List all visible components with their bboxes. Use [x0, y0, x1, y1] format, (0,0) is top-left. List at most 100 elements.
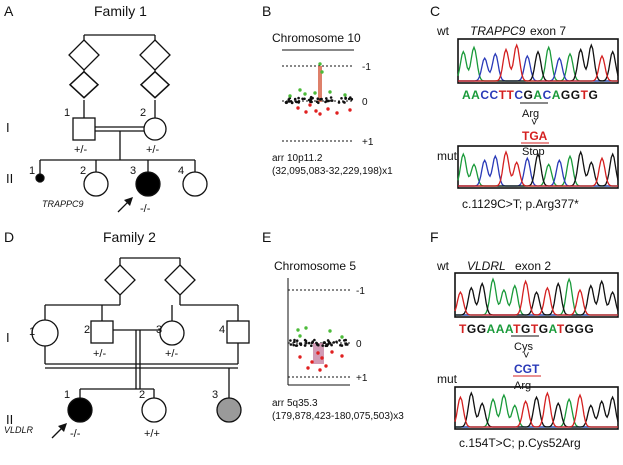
pedigree-diamond	[68, 70, 100, 99]
codon-aa-arg: Arg	[514, 380, 531, 392]
trace-T	[454, 391, 618, 428]
genotype-label: -/-	[70, 428, 81, 440]
trace-T	[458, 43, 618, 82]
probe-dot	[325, 97, 328, 100]
codon-aa-cys: Cys	[514, 341, 533, 353]
probe-dot	[332, 341, 336, 344]
pedigree-female-ii4	[182, 171, 208, 197]
genotype-label: -/-	[140, 203, 151, 215]
probe-dot	[307, 341, 311, 345]
pedigree-title-family-1: Family 1	[94, 3, 147, 19]
trace-T	[458, 150, 618, 187]
generation-label-ii: II	[6, 412, 13, 427]
label-wt: wt	[436, 259, 450, 273]
pedigree-female-i1	[31, 319, 59, 347]
probe-dot	[338, 339, 341, 342]
pedigree-id: 4	[219, 324, 225, 336]
probe-dot-outlier	[326, 107, 330, 111]
probe-dot-outlier	[318, 112, 322, 116]
probe-dot	[349, 96, 352, 99]
axis-tick: 0	[356, 339, 362, 350]
cnv-probe-dots	[284, 62, 354, 116]
probe-dot	[319, 98, 322, 101]
probe-dot	[316, 342, 319, 346]
pedigree-female-i2	[143, 117, 167, 141]
probe-dot	[337, 101, 341, 104]
probe-dot	[344, 97, 347, 100]
pedigree-id: 2	[139, 389, 145, 401]
probe-dot	[344, 342, 348, 345]
gene-label-trappc9: TRAPPC9	[42, 199, 84, 209]
probe-dot	[329, 96, 333, 99]
probe-dot	[326, 343, 330, 346]
gene-title-trappc9: TRAPPC9	[470, 24, 526, 38]
probe-dot	[293, 338, 296, 342]
probe-dot-outlier	[316, 351, 320, 355]
probe-dot-outlier	[304, 326, 308, 330]
probe-dot-outlier	[328, 90, 332, 94]
panel-f: F wt VLDRL exon 2 TGGAAATGTGATGGG Cys ˅ …	[430, 229, 619, 450]
panel-letter-b: B	[262, 3, 271, 19]
mutant-codon: TGA	[522, 129, 548, 143]
proband-arrow-icon	[117, 197, 133, 213]
chromatogram-wt-trace	[454, 277, 619, 316]
mutant-codon: CGT	[514, 362, 540, 376]
probe-dot-outlier	[320, 356, 324, 360]
label-mut: mut	[437, 372, 458, 386]
probe-dot	[324, 100, 327, 104]
probe-dot	[293, 97, 297, 101]
probe-dot-outlier	[296, 328, 300, 332]
mutation-arrow-icon: ˅	[531, 117, 537, 129]
probe-dot-outlier	[318, 368, 322, 372]
probe-dot	[335, 340, 338, 344]
probe-dot	[292, 343, 296, 347]
probe-dot-outlier	[313, 91, 317, 95]
probe-dot	[342, 100, 345, 104]
label-mut: mut	[437, 149, 458, 163]
panel-letter-d: D	[4, 229, 14, 245]
mutation-arrow-icon: ˅	[523, 350, 529, 362]
probe-dot	[305, 341, 308, 345]
probe-dot	[330, 99, 333, 102]
codon-aa-stop: Stop	[522, 146, 545, 158]
probe-dot-outlier	[318, 62, 322, 66]
probe-dot-outlier	[298, 334, 302, 338]
pedigree-male-i1	[72, 117, 96, 141]
probe-dot-outlier	[328, 329, 332, 333]
probe-dot-outlier	[310, 360, 314, 364]
exon-label: exon 2	[515, 259, 551, 273]
generation-label-ii: II	[6, 171, 13, 186]
label-wt: wt	[436, 24, 450, 38]
panel-b: B Chromosome 10 -1 0 +1 arr 10p11.2 (32,…	[262, 3, 393, 177]
trace-G	[455, 391, 619, 428]
probe-dot-outlier	[340, 354, 344, 358]
generation-label-i: I	[6, 330, 10, 345]
probe-dot-outlier	[340, 335, 344, 339]
mutation-notation: c.1129C>T; p.Arg377*	[462, 197, 579, 211]
panel-letter-f: F	[430, 229, 439, 245]
probe-dot	[290, 101, 294, 105]
probe-dot-outlier	[296, 106, 300, 110]
probe-dot	[287, 100, 291, 103]
pedigree-diamond	[68, 39, 100, 71]
probe-dot	[303, 97, 306, 101]
trace-G	[458, 43, 619, 82]
pedigree-title-family-2: Family 2	[103, 229, 156, 245]
probe-dot	[297, 101, 301, 104]
trace-T	[454, 279, 618, 316]
cnv-probe-dots	[289, 326, 349, 372]
cnv-caption-line1: arr 10p11.2	[272, 153, 323, 164]
axis-tick: +1	[362, 137, 374, 148]
gene-label-vldlr: VLDLR	[4, 425, 34, 435]
genotype-label: +/-	[93, 348, 106, 360]
codon-aa-arg: Arg	[522, 108, 539, 120]
probe-dot	[339, 343, 342, 347]
probe-dot	[295, 339, 299, 343]
probe-dot-outlier	[320, 70, 324, 74]
panel-d: D Family 2 I II 1 2 3 4 +/- +/-	[4, 229, 250, 440]
chromatogram-wt-frame	[454, 272, 619, 318]
probe-dot	[313, 338, 316, 342]
pedigree-affected-female-ii1	[67, 397, 93, 423]
probe-dot	[310, 344, 313, 348]
panel-a: A Family 1 I II 1 2 +/- +/-	[4, 3, 208, 215]
